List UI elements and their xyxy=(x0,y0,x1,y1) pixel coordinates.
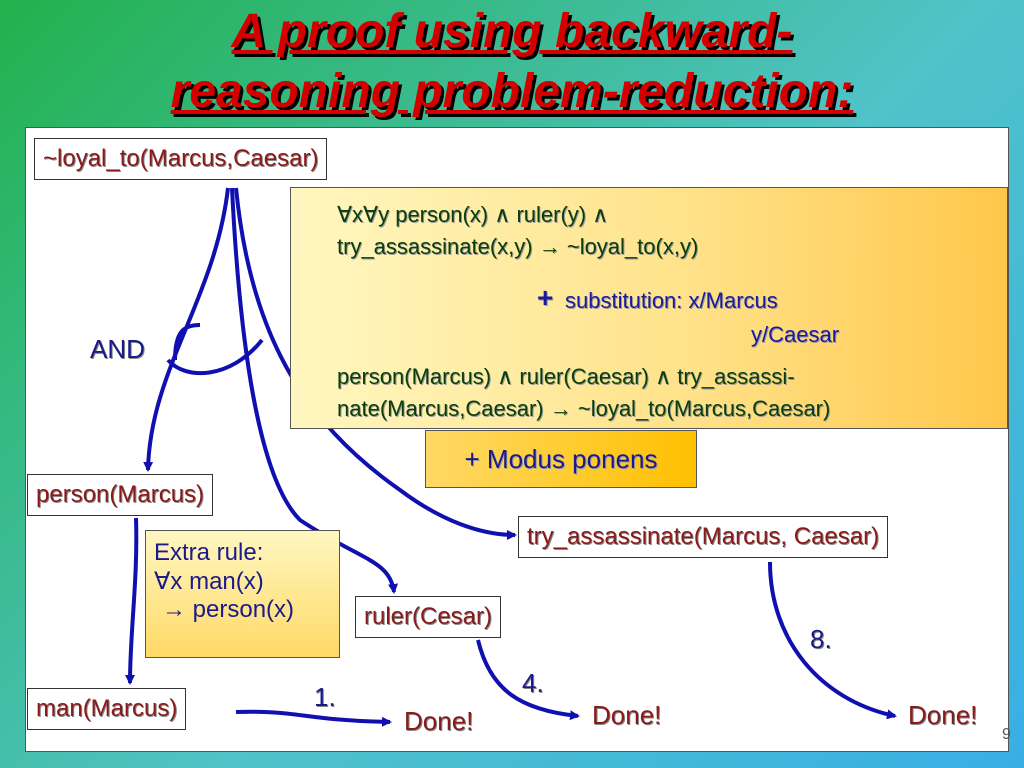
extra-rule-line-2: → person(x) xyxy=(162,596,295,623)
and-arc-tail xyxy=(173,323,201,361)
substitution-line-2: y/Caesar xyxy=(751,322,840,347)
and-arc xyxy=(166,338,264,376)
step-8-label: 8. xyxy=(810,624,832,654)
goal-node: ~loyal_to(Marcus,Caesar) xyxy=(34,138,328,180)
step-4-label: 4. xyxy=(522,668,544,698)
arrow-goal-to-ruler xyxy=(230,187,398,594)
arrow-ruler-to-done-2 xyxy=(476,639,580,721)
extra-rule-box: Extra rule: ∀x man(x) → person(x) xyxy=(145,530,340,658)
done-label-3: Done! xyxy=(908,700,978,730)
rule-line-3: person(Marcus) ∧ ruler(Caesar) ∧ try_ass… xyxy=(337,364,795,389)
done-label-2: Done! xyxy=(592,700,662,730)
extra-rule-heading: Extra rule: xyxy=(154,539,264,566)
try-assassinate-node: try_assassinate(Marcus, Caesar) xyxy=(518,516,889,558)
substitution-line-1: substitution: x/Marcus xyxy=(565,288,778,313)
extra-rule-line-1: ∀x man(x) xyxy=(154,568,264,595)
rule-line-4: nate(Marcus,Caesar) → ~loyal_to(Marcus,C… xyxy=(337,396,831,421)
arrow-try-to-done-3 xyxy=(768,561,897,720)
arrow-goal-to-person xyxy=(143,187,230,472)
man-node: man(Marcus) xyxy=(27,688,187,730)
arrow-person-to-man xyxy=(125,517,139,685)
person-node: person(Marcus) xyxy=(27,474,214,516)
arrow-man-to-done-1 xyxy=(235,709,392,727)
and-label: AND xyxy=(90,334,145,364)
done-label-1: Done! xyxy=(404,706,474,736)
step-1-label: 1. xyxy=(314,682,336,712)
page-number: 9 xyxy=(1002,726,1011,743)
slide-title-line-1: A proof using backward- xyxy=(231,5,793,58)
plus-sign: + xyxy=(537,282,554,313)
rule-line-2: try_assassinate(x,y) → ~loyal_to(x,y) xyxy=(337,234,699,259)
implication-rule-box: ∀x∀y person(x) ∧ ruler(y) ∧ try_assassin… xyxy=(290,187,1008,429)
ruler-node: ruler(Cesar) xyxy=(355,596,502,638)
modus-ponens-box: + Modus ponens xyxy=(425,430,697,488)
arrow-goal-to-try xyxy=(234,187,517,540)
slide-title-line-2: reasoning problem-reduction: xyxy=(170,65,854,118)
rule-line-1: ∀x∀y person(x) ∧ ruler(y) ∧ xyxy=(337,202,609,227)
